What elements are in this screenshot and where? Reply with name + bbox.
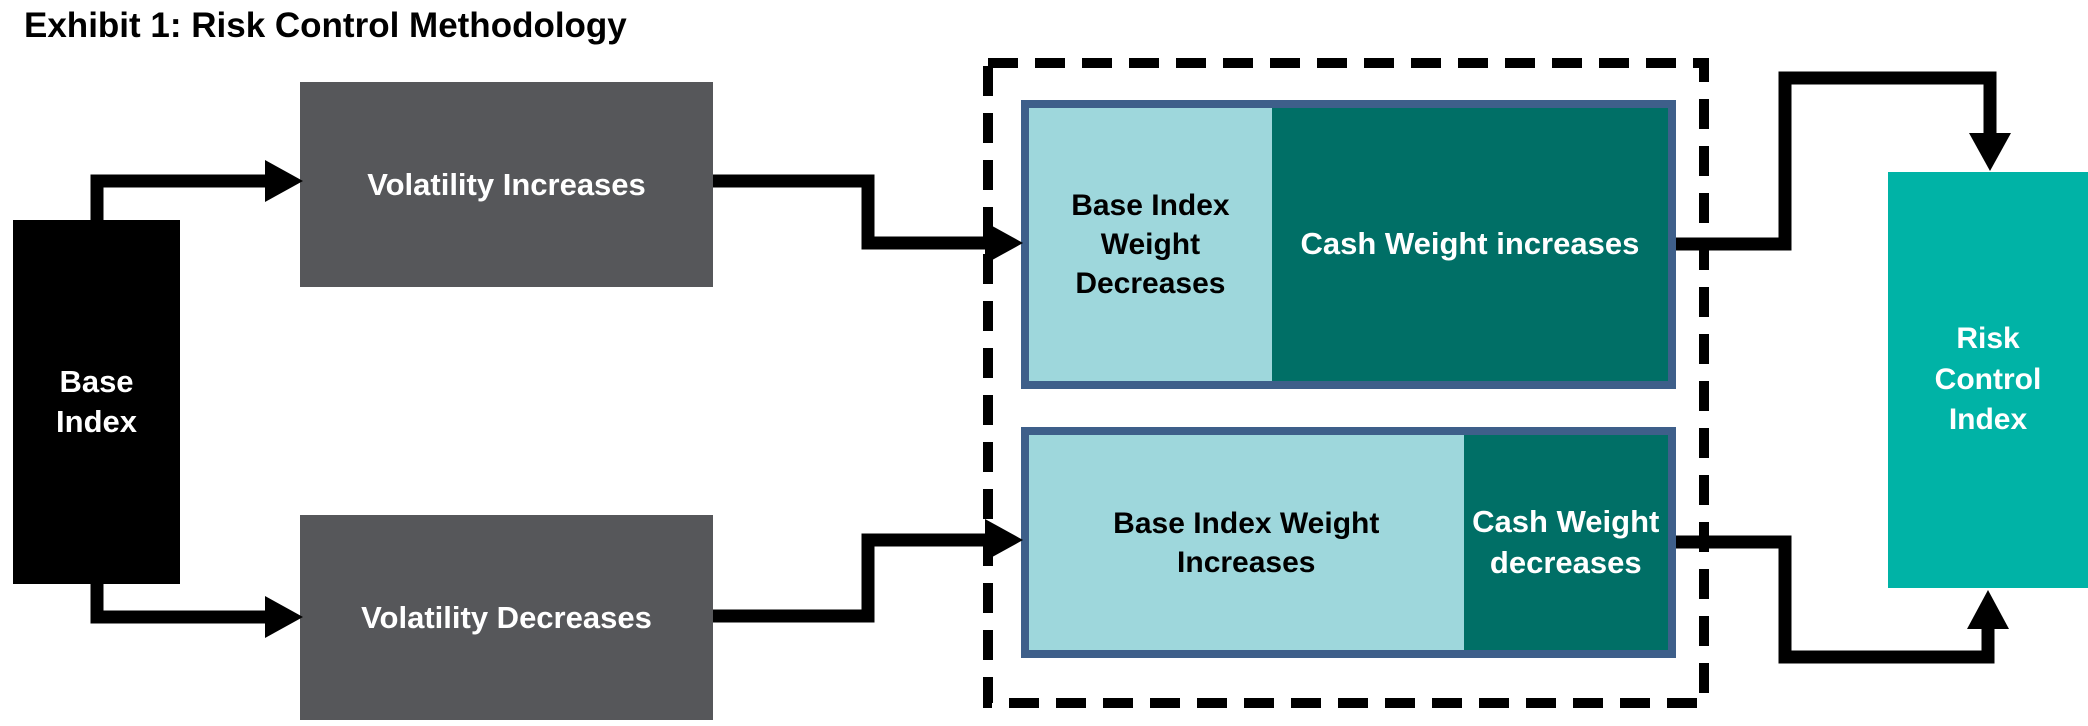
risk-control-index-node: Risk Control Index — [1888, 172, 2088, 588]
arrow-base-index-to-volatility-increases — [90, 160, 303, 224]
base-index-weight-decreases-segment: Base Index Weight Decreases — [1029, 108, 1272, 381]
volatility-decreases-label: Volatility Decreases — [361, 599, 652, 635]
exhibit-title: Exhibit 1: Risk Control Methodology — [24, 6, 627, 45]
cash-weight-increases-segment: Cash Weight increases — [1271, 108, 1668, 381]
base-index-label: Base Index — [56, 363, 137, 439]
base-index-weight-increases-label: Base Index Weight Increases — [1113, 506, 1380, 579]
cash-weight-increases-label: Cash Weight increases — [1300, 226, 1640, 262]
arrow-volatility-decreases-to-outcome — [713, 519, 1023, 623]
high-volatility-outcome-node: Base Index Weight Decreases Cash Weight … — [1021, 100, 1676, 389]
arrow-volatility-increases-to-outcome — [713, 174, 1023, 264]
cash-weight-decreases-label: Cash Weight decreases — [1472, 504, 1660, 580]
low-volatility-outcome-node: Base Index Weight Increases Cash Weight … — [1021, 427, 1676, 658]
volatility-decreases-node: Volatility Decreases — [300, 515, 713, 720]
cash-weight-decreases-segment: Cash Weight decreases — [1463, 435, 1668, 650]
arrow-base-index-to-volatility-decreases — [90, 580, 303, 638]
risk-control-index-label: Risk Control Index — [1934, 322, 2042, 437]
base-index-weight-decreases-label: Base Index Weight Decreases — [1071, 189, 1230, 300]
volatility-increases-label: Volatility Increases — [367, 166, 646, 202]
base-index-node: Base Index — [13, 220, 180, 584]
volatility-increases-node: Volatility Increases — [300, 82, 713, 287]
base-index-weight-increases-segment: Base Index Weight Increases — [1029, 435, 1464, 650]
